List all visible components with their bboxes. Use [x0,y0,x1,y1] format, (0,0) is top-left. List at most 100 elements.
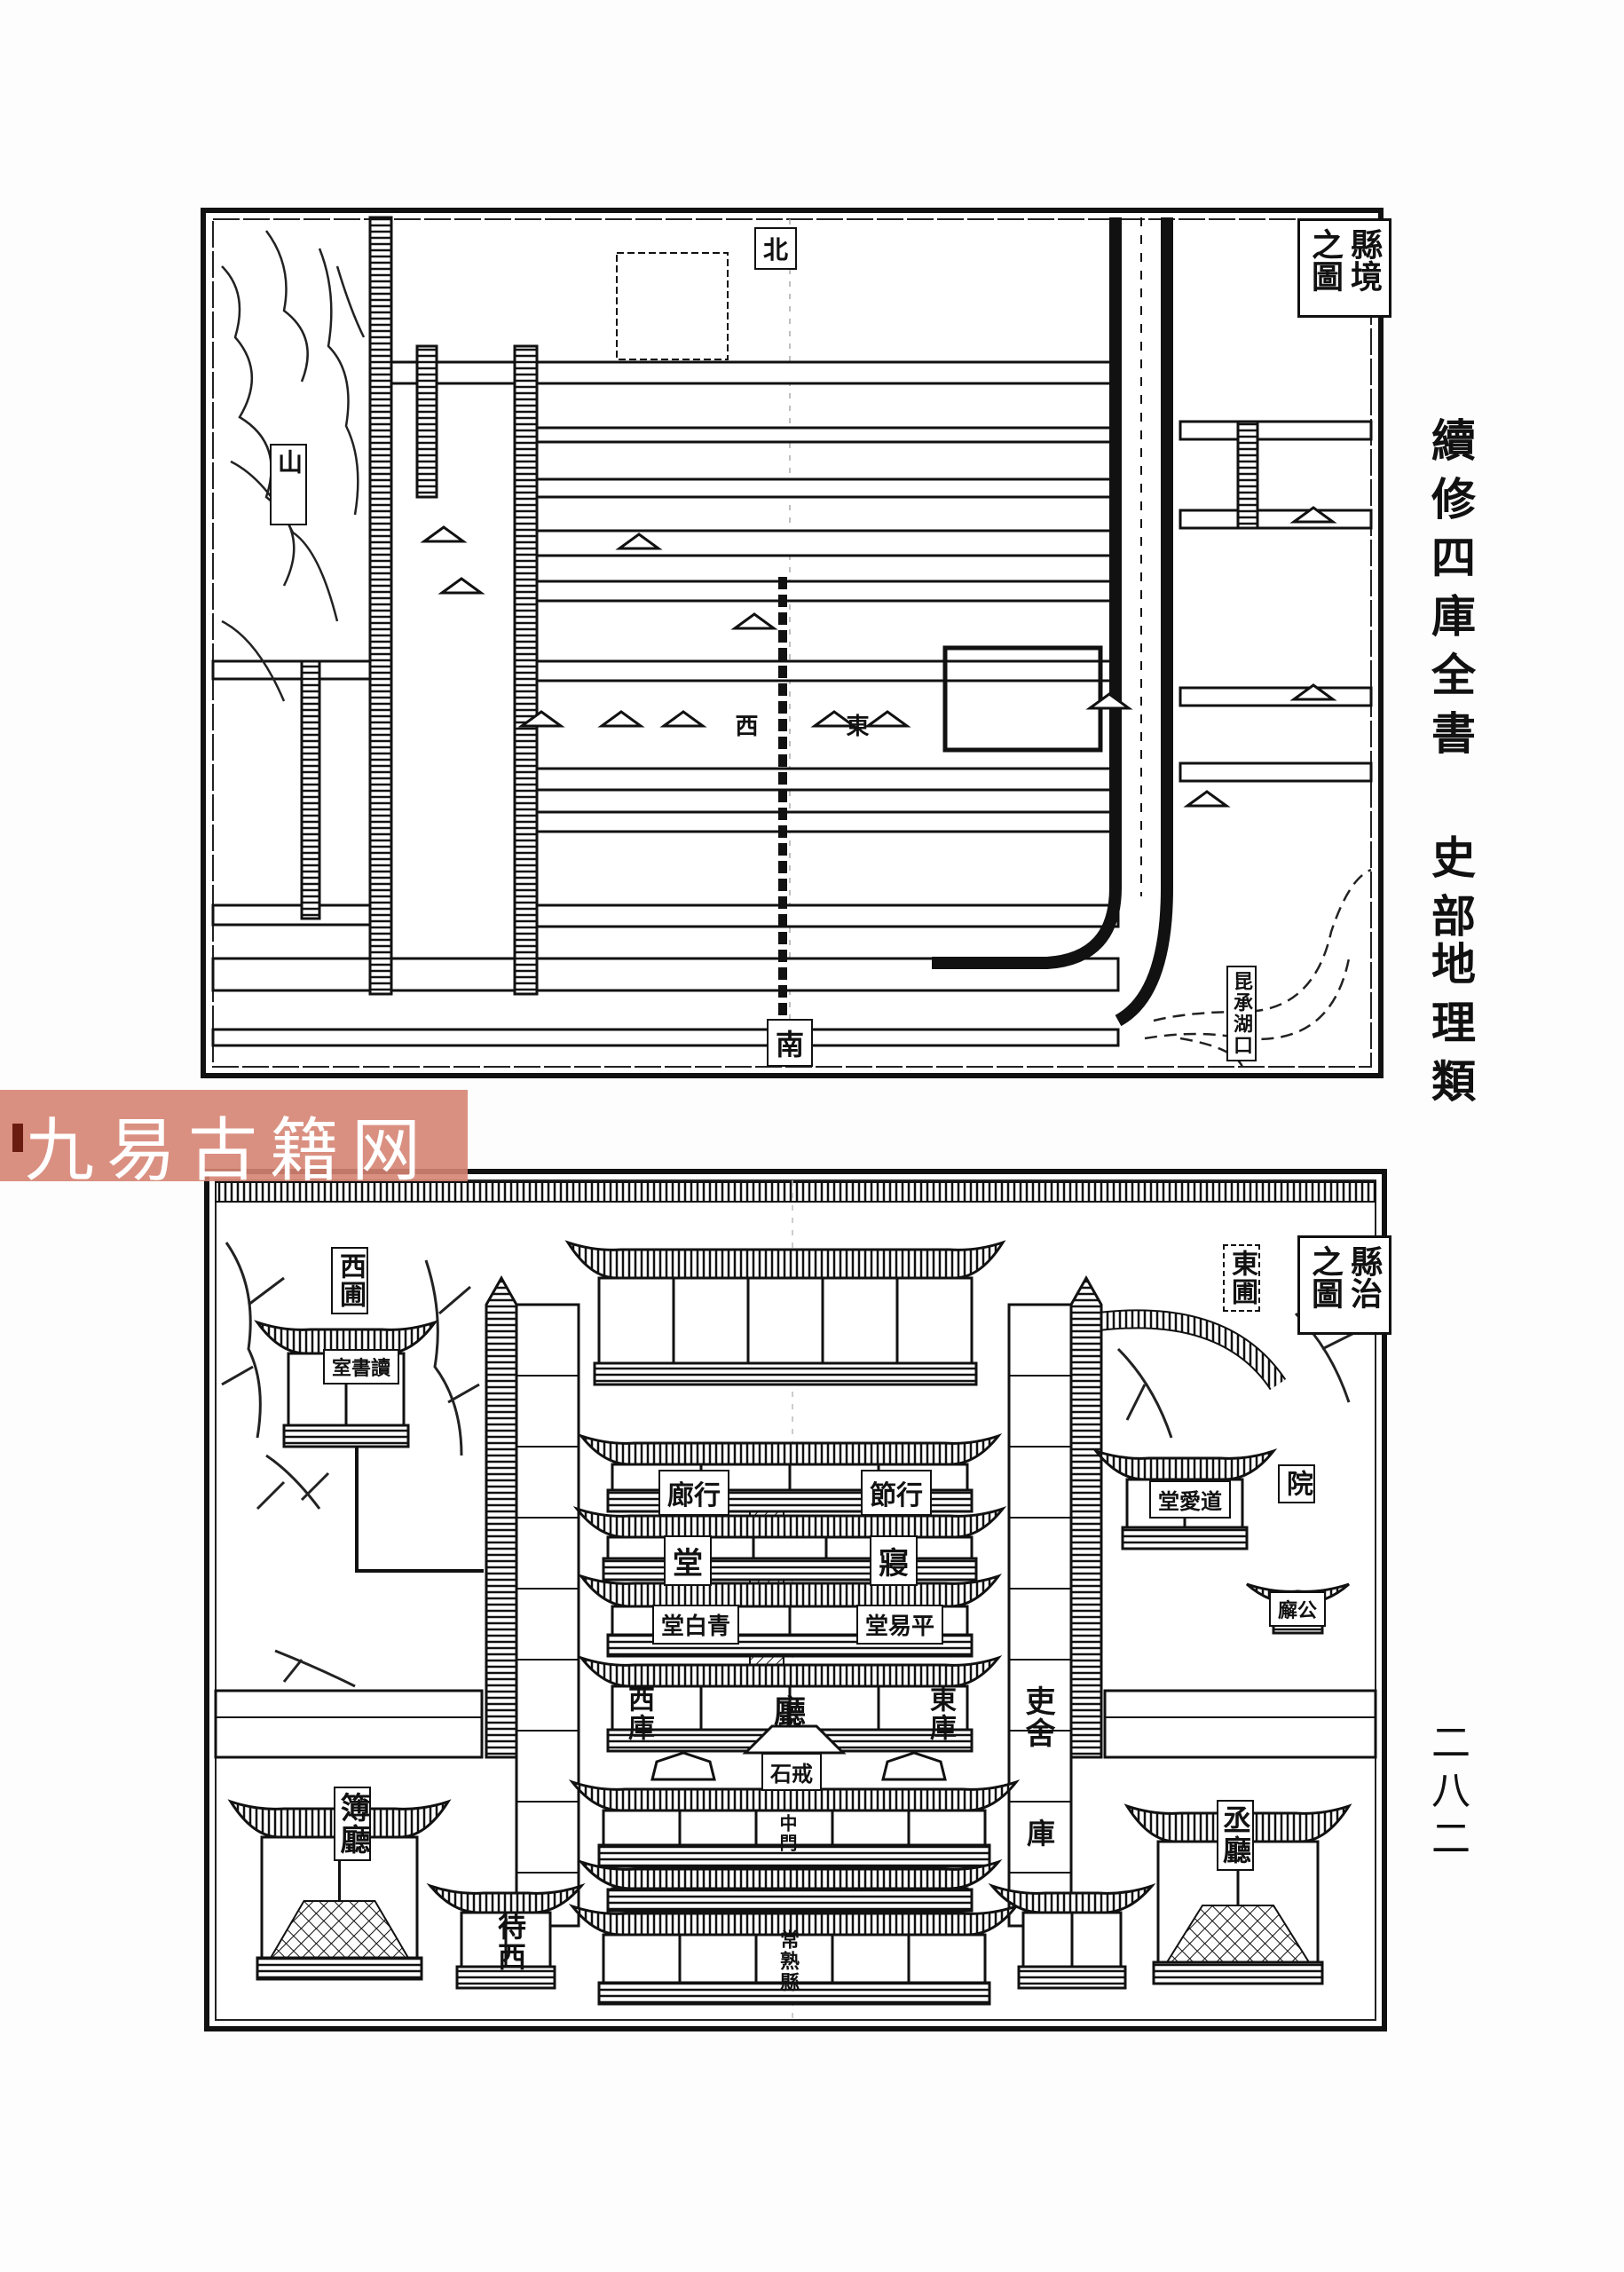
road [211,659,374,681]
top-wall-strip [215,1181,1376,1203]
registrar-hall-label: 簿廳 [334,1787,371,1861]
main-hall-label: 廳 [769,1694,806,1728]
west-attendant-label: 待西 [493,1912,527,1972]
garden-wall [355,1442,484,1573]
map-frame-outer [201,208,1384,1078]
store-label: 庫 [1022,1818,1056,1849]
road [535,580,1120,603]
platform-base [602,1557,978,1582]
gate-marker [659,710,707,728]
tree-drawings [221,1242,1359,1688]
page-number: 二八二 [1424,1722,1470,1866]
series-title: 續修四庫全書 [1424,417,1476,769]
west-store-label: 西庫 [623,1685,654,1742]
road [1179,686,1373,707]
east-garden-label: 東圃 [1223,1244,1260,1312]
south-label: 南 [767,1019,814,1067]
watermark-text: 九易古籍网 [25,1111,434,1191]
roof [572,1506,1007,1539]
platform-base [282,1424,410,1448]
east-store-label: 東庫 [925,1685,956,1742]
gate-marker [1289,683,1337,701]
platform-base [593,1361,978,1386]
roof [577,1433,1003,1466]
gate-marker [730,612,778,630]
courtyard-label: 院 [1278,1464,1315,1503]
hatched-road [415,344,438,499]
road [211,903,374,927]
gate-marker [863,710,911,728]
platform-base [455,1965,556,1990]
top-map-title: 縣境之圖 [1297,218,1391,318]
road [535,903,1120,928]
gate-marker [420,525,468,543]
hatched-road [513,344,539,996]
road [535,767,1120,792]
lake-mouth-label: 昆承湖口 [1226,966,1257,1061]
hatched-road [368,216,393,996]
qingbai-hall-label: 青白堂 [652,1605,740,1645]
roof [564,1240,1006,1280]
bottom-map-title: 縣治之圖 [1297,1235,1391,1335]
road [1179,761,1373,783]
road [1179,420,1373,441]
roof [568,1779,1021,1812]
county-seat-map [204,1169,1387,2031]
county-territory-map [201,208,1384,1078]
county-name-label: 常熟縣 [777,1929,800,1993]
gate-marker [615,532,663,550]
hatched-road [300,659,321,920]
corridor-right-label: 行節 [861,1470,932,1516]
road [535,529,1120,557]
road [389,360,1120,385]
category-label: 地理類 [1424,941,1476,1116]
platform-base [1121,1526,1249,1550]
roof [988,1882,1156,1914]
north-label: 北 [754,227,798,270]
pingyi-hall-label: 平易堂 [856,1605,944,1645]
platform-base [1017,1965,1127,1990]
corridor-left-label: 行廊 [658,1470,729,1516]
west-rooms [515,1303,580,1928]
roof [426,1882,586,1914]
mountain-label: 山 [270,444,307,525]
gate-marker [1085,692,1133,710]
west-garden-label: 西圃 [331,1247,368,1314]
daoai-hall-label: 道愛堂 [1149,1480,1231,1519]
pavilion [572,1506,1007,1582]
building-body [602,1933,987,1986]
pavilion [568,1779,1021,1868]
pavilion [988,1882,1156,1990]
middle-gate-label: 中門 [777,1814,798,1853]
admonition-stone-label: 戒石 [761,1753,822,1791]
platform-base [597,1981,991,2006]
road [211,1028,1120,1047]
watermark-mark [12,1124,23,1152]
pavilion [577,1433,1003,1513]
corridor-wall-west [485,1274,518,1759]
pavilion [568,1904,1021,2006]
stone-basin-left [650,1751,716,1781]
map-frame-inner [212,218,1372,1068]
study-room-label: 讀書室 [323,1349,400,1384]
gate-marker [597,710,645,728]
gate-marker [517,710,565,728]
pavilion [577,1858,1003,1913]
road [535,426,1120,444]
platform-base [1152,1960,1324,1985]
building-body [602,1809,987,1849]
pavilion [564,1240,1006,1386]
platform-base [256,1956,423,1981]
temple-enclosure [616,252,729,360]
pavilion [426,1882,586,1990]
assistant-hall-label: 丞廳 [1217,1800,1254,1871]
hatched-road [1236,420,1259,530]
river-wall-east [1115,217,1173,1027]
roof [577,1858,1003,1890]
road [535,659,1120,682]
section-label: 史部 [1424,834,1476,951]
roof [1092,1448,1278,1481]
gate-marker [810,710,858,728]
